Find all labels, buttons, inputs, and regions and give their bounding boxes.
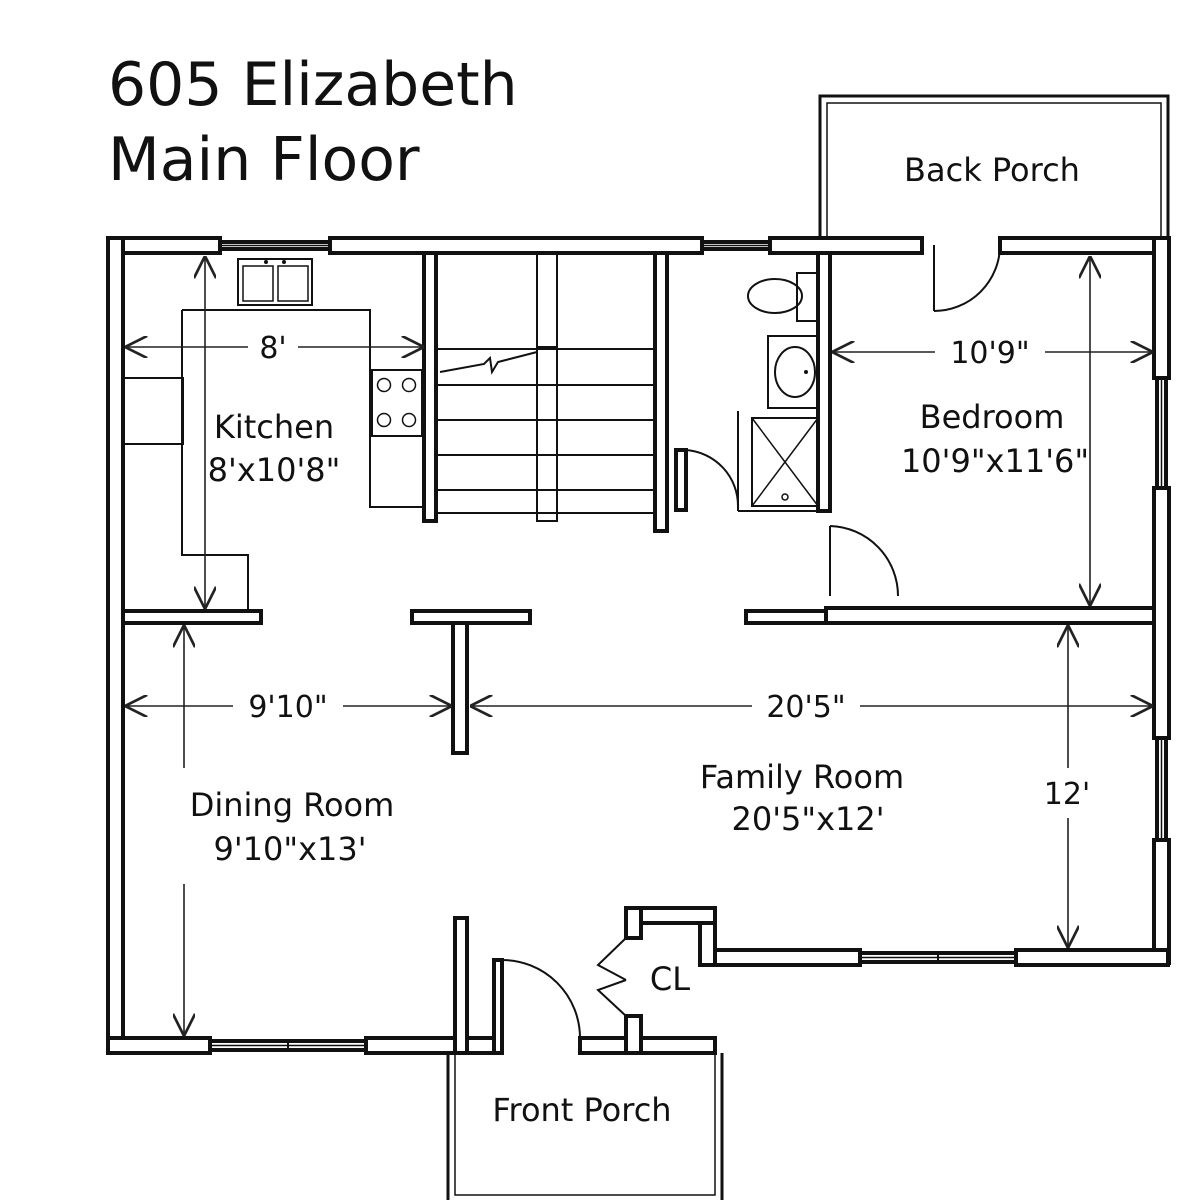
kitchen-width-label: 8'	[259, 331, 286, 366]
family-width-label: 20'5"	[766, 690, 845, 725]
staircase	[435, 252, 656, 522]
family-room-label: Family Room	[700, 758, 904, 796]
vanity-icon	[767, 335, 819, 409]
interior-doors	[685, 244, 1001, 597]
front-porch	[446, 1053, 724, 1200]
toilet-tank-icon	[796, 272, 818, 322]
refrigerator-icon	[122, 377, 184, 445]
stove-icon	[371, 369, 423, 437]
bedroom-width-label: 10'9"	[950, 336, 1029, 371]
dining-room-size-label: 9'10"x13'	[213, 830, 366, 868]
front-porch-label: Front Porch	[492, 1091, 671, 1129]
dining-width-label: 9'10"	[248, 690, 327, 725]
closet-walls	[596, 906, 643, 1055]
kitchen-label: Kitchen	[214, 408, 334, 446]
family-depth-label: 12'	[1044, 777, 1090, 812]
closet-label: CL	[650, 960, 690, 998]
sink-icon	[237, 258, 313, 306]
back-porch-label: Back Porch	[904, 151, 1080, 189]
toilet-icon	[747, 278, 803, 314]
shower-icon	[751, 417, 819, 507]
dimension-lines	[125, 256, 1153, 1036]
exterior-walls	[106, 236, 1171, 1055]
family-room-size-label: 20'5"x12'	[731, 800, 884, 838]
bathroom-fixtures	[737, 272, 819, 511]
bedroom-label: Bedroom	[920, 398, 1065, 436]
kitchen-size-label: 8'x10'8"	[208, 451, 341, 489]
dining-room-label: Dining Room	[190, 786, 395, 824]
plan-title-floor: Main Floor	[108, 125, 420, 195]
plan-title-address: 605 Elizabeth	[108, 50, 518, 120]
bedroom-size-label: 10'9"x11'6"	[901, 442, 1089, 480]
front-door	[492, 958, 581, 1055]
back-porch	[818, 94, 1170, 236]
